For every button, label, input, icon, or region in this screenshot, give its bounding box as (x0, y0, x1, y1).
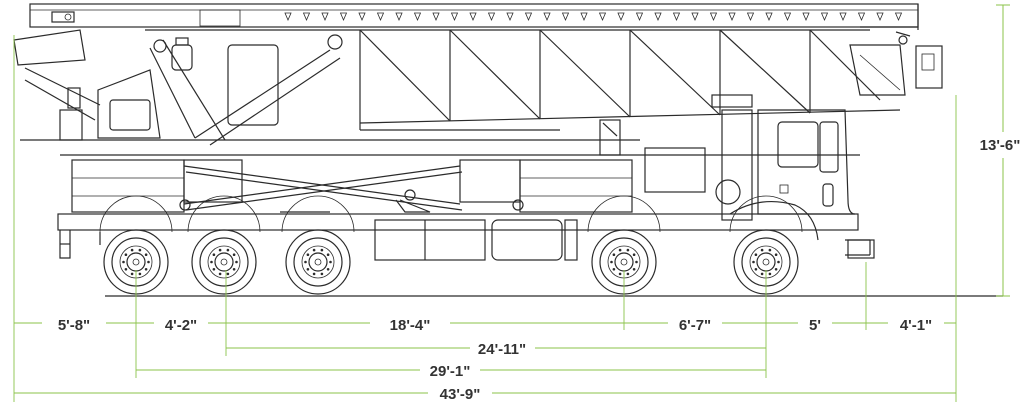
dim-label-rear-axle-spacing: 4'-2" (165, 317, 197, 334)
rung-marker (432, 12, 440, 22)
rung-marker (598, 12, 607, 22)
rung-marker (857, 12, 866, 22)
wheel (281, 195, 355, 295)
rung-marker (487, 12, 496, 22)
rung-marker (339, 12, 348, 22)
rung-marker (876, 12, 884, 22)
rung-marker (450, 12, 459, 22)
rung-marker (709, 12, 718, 22)
rung-marker (376, 12, 385, 22)
rung-marker (524, 12, 533, 22)
rung-marker (802, 12, 810, 22)
rung-marker (820, 12, 829, 22)
rung-marker (302, 12, 311, 22)
dim-label-front-axle-to-bumper: 5' (809, 317, 821, 334)
dim-label-overall-height: 13'-6" (980, 137, 1021, 154)
rung-marker (321, 12, 329, 22)
rung-marker (469, 12, 477, 22)
cab (599, 94, 875, 259)
rung-marker (728, 12, 736, 22)
dim-label-second-axle-span: 24'-11" (478, 341, 526, 358)
dim-label-front-overhang: 4'-1" (900, 317, 932, 334)
chassis (57, 213, 871, 261)
rung-marker (543, 12, 551, 22)
wheels (99, 195, 803, 295)
rung-marker (654, 12, 662, 22)
rung-marker (395, 12, 403, 22)
rung-marker (358, 12, 366, 22)
rung-marker (506, 12, 514, 22)
rung-marker (765, 12, 773, 22)
dim-label-first-axle-span: 29'-1" (430, 363, 471, 380)
dim-label-overall-length: 43'-9" (440, 386, 481, 402)
ladder-rung-markers (284, 12, 903, 22)
rung-marker (783, 12, 792, 22)
rung-marker (413, 12, 422, 22)
rung-marker (635, 12, 644, 22)
rung-marker (894, 12, 903, 22)
rung-marker (839, 12, 847, 22)
aerial-ladder (29, 3, 943, 131)
dimension-lines (13, 4, 1010, 402)
rung-marker (580, 12, 588, 22)
dim-label-front-axle-spacing: 6'-7" (679, 317, 711, 334)
rung-marker (561, 12, 570, 22)
rung-marker (672, 12, 681, 22)
turntable-assembly (13, 29, 860, 156)
wheel (187, 195, 261, 295)
rung-marker (284, 12, 292, 22)
rung-marker (746, 12, 755, 22)
dim-label-rear-overhang: 5'-8" (58, 317, 90, 334)
rung-marker (617, 12, 625, 22)
rung-marker (691, 12, 699, 22)
outrigger-assembly (71, 159, 633, 213)
dim-label-wheelbase-gap: 18'-4" (390, 317, 431, 334)
